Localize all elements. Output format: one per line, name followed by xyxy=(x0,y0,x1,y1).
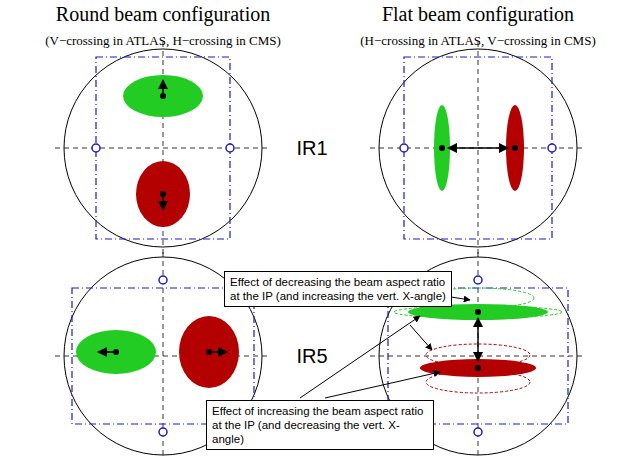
column-heading: Round beam configuration xyxy=(56,3,270,25)
beam-screens xyxy=(72,57,568,424)
beam-centres xyxy=(113,93,518,371)
aperture-circles xyxy=(64,49,577,455)
column-subtitle: (V−crossing in ATLAS, H−crossing in CMS) xyxy=(45,33,281,48)
column-heading: Flat beam configuration xyxy=(382,3,574,25)
separation-arrows xyxy=(448,148,508,361)
crosshairs xyxy=(55,42,586,459)
callout-box: Effect of increasing the beam aspect rat… xyxy=(206,400,434,450)
ir-label: IR5 xyxy=(296,345,327,367)
screen-markers xyxy=(92,144,556,436)
callout-text: Effect of increasing the beam aspect rat… xyxy=(212,404,428,446)
callout-box: Effect of decreasing the beam aspect rat… xyxy=(224,271,452,307)
beams xyxy=(76,75,548,388)
column-subtitle: (H−crossing in ATLAS, V−crossing in CMS) xyxy=(360,33,595,48)
callout-text: Effect of decreasing the beam aspect rat… xyxy=(230,275,446,303)
crossing-arrows xyxy=(98,80,227,352)
ir-label: IR1 xyxy=(296,137,327,159)
